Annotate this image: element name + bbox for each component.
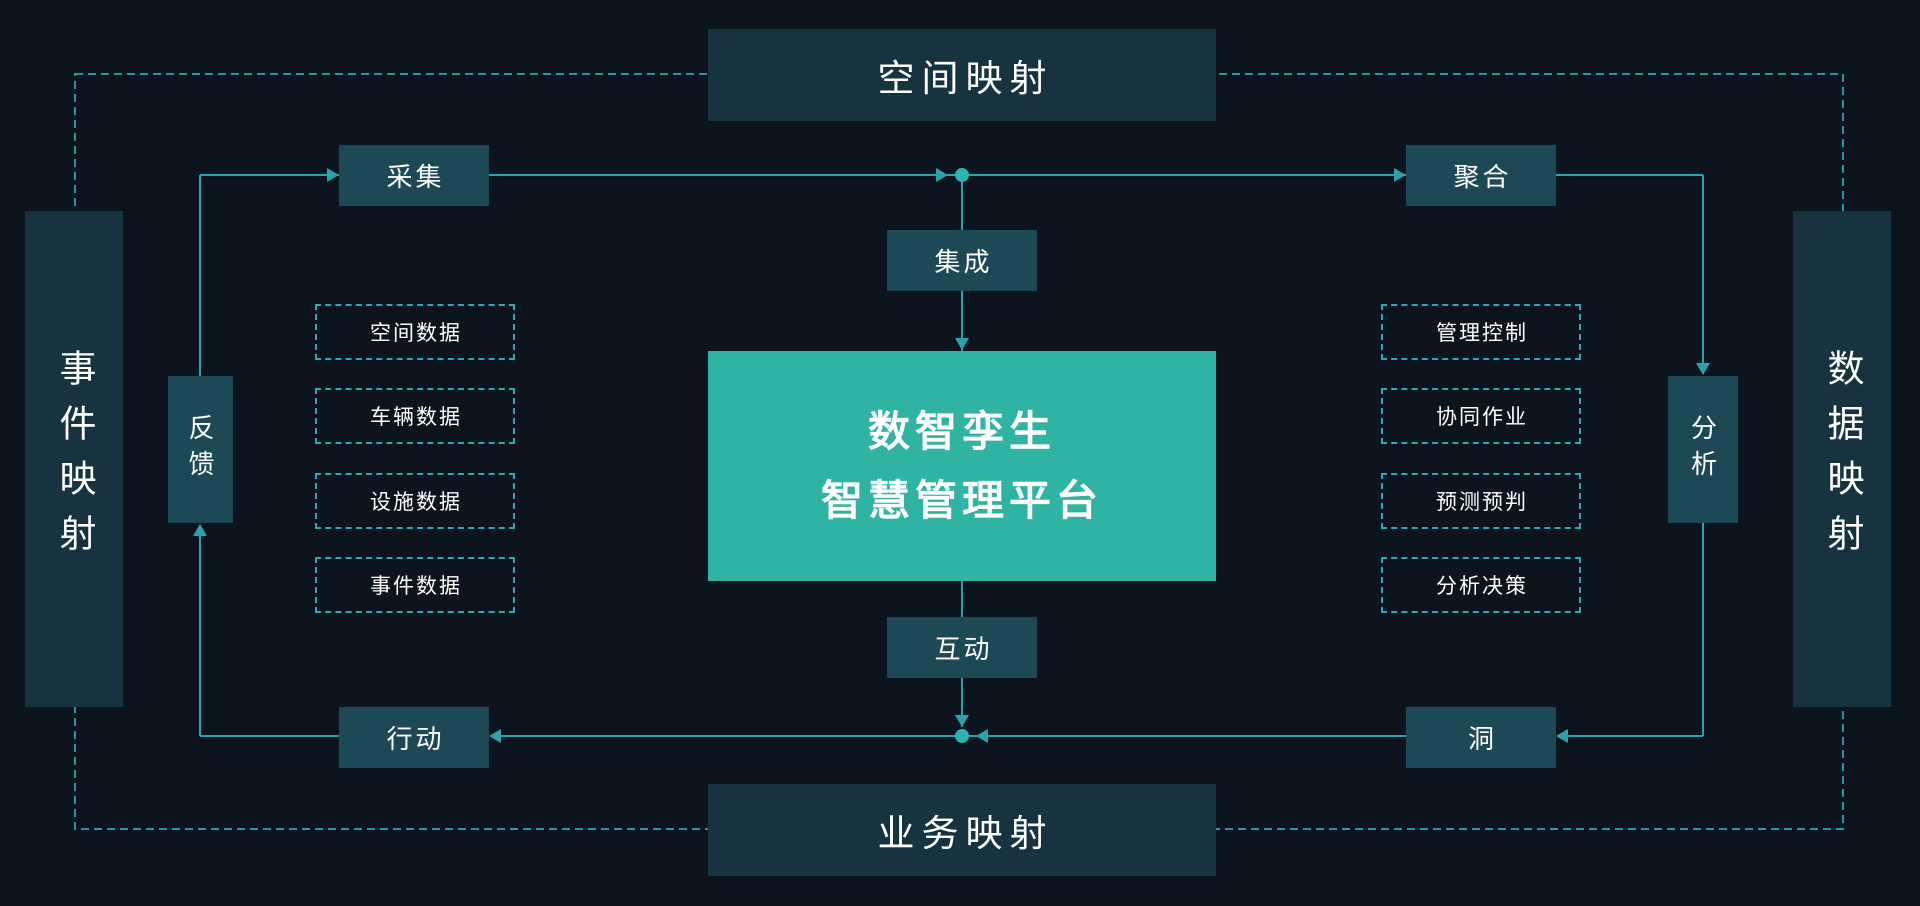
capability-item-decision: 分析决策 [1381, 557, 1581, 613]
center-platform-box: 数智孪生 智慧管理平台 [708, 351, 1216, 581]
data-item-vehicle: 车辆数据 [315, 388, 515, 444]
arrow-into-action [489, 729, 501, 743]
data-item-event: 事件数据 [315, 557, 515, 613]
capability-item-management: 管理控制 [1381, 304, 1581, 360]
arrow-into-collect [327, 168, 339, 182]
arrow-above-bottom-dot [955, 715, 969, 727]
node-analyze: 分析 [1668, 376, 1738, 523]
node-collect: 采集 [339, 145, 489, 206]
node-integrate: 集成 [887, 230, 1037, 291]
map-box-event: 事件映射 [25, 211, 123, 707]
center-platform-line1: 数智孪生 [867, 407, 1056, 455]
node-action: 行动 [339, 707, 489, 768]
node-feedback: 反馈 [168, 376, 233, 523]
node-insight: 洞 [1406, 707, 1556, 768]
map-box-business: 业务映射 [708, 784, 1216, 876]
arrow-before-bottom-dot [976, 729, 988, 743]
data-item-facility: 设施数据 [315, 473, 515, 529]
arrow-into-feedback [193, 524, 207, 536]
map-box-spatial: 空间映射 [708, 29, 1216, 121]
arrow-into-analyze [1696, 363, 1710, 375]
node-aggregate: 聚合 [1406, 145, 1556, 206]
arrow-into-center-top [955, 338, 969, 350]
node-interact: 互动 [887, 617, 1037, 678]
junction-dot-top [955, 168, 969, 182]
junction-dot-bottom [955, 729, 969, 743]
arrow-into-insight [1556, 729, 1568, 743]
arrow-before-top-dot [936, 168, 948, 182]
arrow-into-aggregate [1394, 168, 1406, 182]
capability-item-collaboration: 协同作业 [1381, 388, 1581, 444]
capability-item-prediction: 预测预判 [1381, 473, 1581, 529]
center-platform-line2: 智慧管理平台 [820, 477, 1103, 524]
data-item-spatial: 空间数据 [315, 304, 515, 360]
map-box-data: 数据映射 [1793, 211, 1891, 707]
